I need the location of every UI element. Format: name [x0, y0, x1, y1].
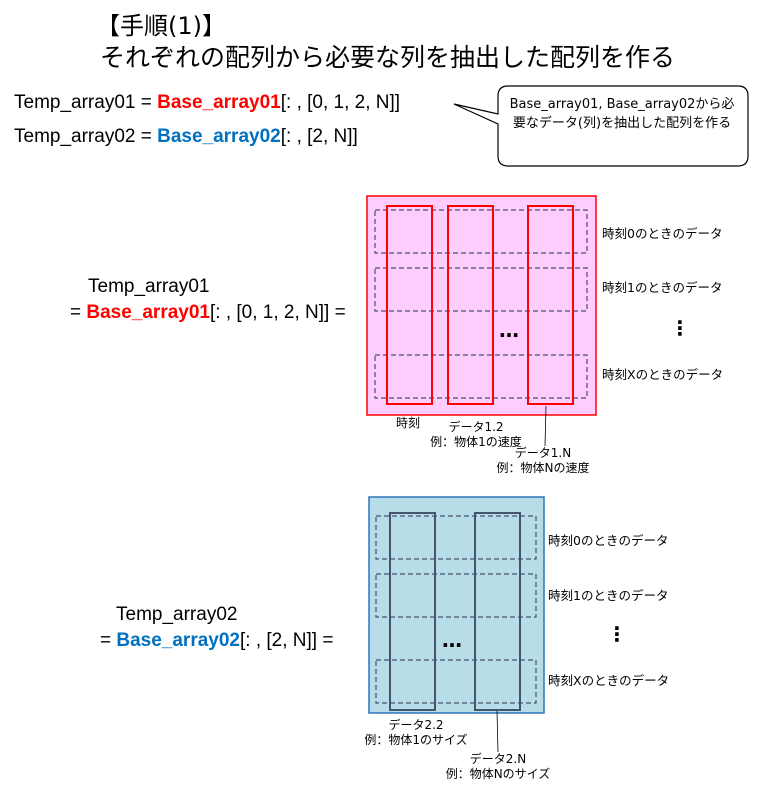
array1-col-n [527, 205, 574, 405]
array1-row-label-1: 時刻1のときのデータ [602, 280, 723, 295]
array1-col-label-2-title: データ1.2 [448, 420, 504, 434]
array2-col-2 [389, 512, 436, 711]
callout-bubble [453, 85, 749, 167]
array2-row-label-1: 時刻1のときのデータ [548, 588, 669, 603]
array1-col-label-n-desc: 例：物体Nの速度 [496, 461, 590, 475]
array1-col-time [386, 205, 433, 405]
array1-col-label-n-title: データ1.N [514, 446, 572, 460]
array1-col-label-2-desc: 例：物体1の速度 [430, 435, 522, 449]
array2-eq-prefix: = [100, 630, 117, 651]
array1-row-vdots: ⋮ [670, 316, 690, 340]
code-line2-lhs: Temp_array02 = [14, 126, 158, 147]
title-line2: それぞれの配列から必要な列を抽出した配列を作る [100, 43, 676, 72]
array1-box [366, 195, 597, 416]
array2-row-label-x: 時刻Xのときのデータ [548, 673, 670, 688]
array2-row-1 [375, 573, 537, 618]
array2-row-0 [375, 515, 537, 560]
array1-row-label-x: 時刻Xのときのデータ [602, 367, 724, 382]
array2-box [368, 496, 545, 714]
array1-col-label-time: 時刻 [396, 416, 421, 430]
array1-row-1 [374, 267, 588, 312]
array2-leader-n [496, 710, 499, 753]
code-line1: Temp_array01 = Base_array01[: , [0, 1, 2… [14, 92, 400, 114]
array1-eq-rest: [: , [0, 1, 2, N]] = [210, 302, 346, 323]
array2-col-label-2-desc: 例：物体1のサイズ [364, 733, 468, 747]
array1-row-x [374, 354, 588, 399]
code-line2-base: Base_array02 [157, 126, 281, 147]
code-line1-base: Base_array01 [157, 92, 281, 113]
array1-equation: = Base_array01[: , [0, 1, 2, N]] = [70, 302, 346, 324]
array1-col-ellipsis: … [499, 318, 519, 342]
array2-equation: = Base_array02[: , [2, N]] = [100, 630, 333, 652]
array2-col-label-n-title: データ2.N [469, 752, 527, 766]
array2-eq-rest: [: , [2, N]] = [240, 630, 334, 651]
code-line2-rest: [: , [2, N]] [280, 126, 358, 147]
array1-leader-n [544, 405, 547, 447]
array1-eq-prefix: = [70, 302, 87, 323]
code-line1-rest: [: , [0, 1, 2, N]] [280, 92, 401, 113]
code-line2: Temp_array02 = Base_array02[: , [2, N]] [14, 126, 358, 148]
title-line1: 【手順(1)】 [96, 12, 226, 40]
array2-col-n [474, 512, 521, 711]
array1-name: Temp_array01 [88, 276, 210, 297]
array2-col-ellipsis: … [442, 628, 462, 652]
callout-text: Base_array01, Base_array02から必要なデータ(列)を抽出… [509, 97, 735, 131]
array1-row-label-0: 時刻0のときのデータ [602, 226, 723, 241]
array2-name: Temp_array02 [116, 604, 238, 625]
array2-col-label-n-desc: 例：物体Nのサイズ [445, 767, 551, 781]
array2-row-vdots: ⋮ [607, 622, 627, 646]
array1-row-0 [374, 209, 588, 254]
array2-row-x [375, 659, 537, 704]
code-line1-lhs: Temp_array01 = [14, 92, 158, 113]
array1-eq-base: Base_array01 [86, 302, 210, 323]
array2-row-label-0: 時刻0のときのデータ [548, 533, 669, 548]
array2-eq-base: Base_array02 [116, 630, 240, 651]
array2-col-label-2-title: データ2.2 [388, 718, 444, 732]
array1-col-1 [447, 205, 494, 405]
